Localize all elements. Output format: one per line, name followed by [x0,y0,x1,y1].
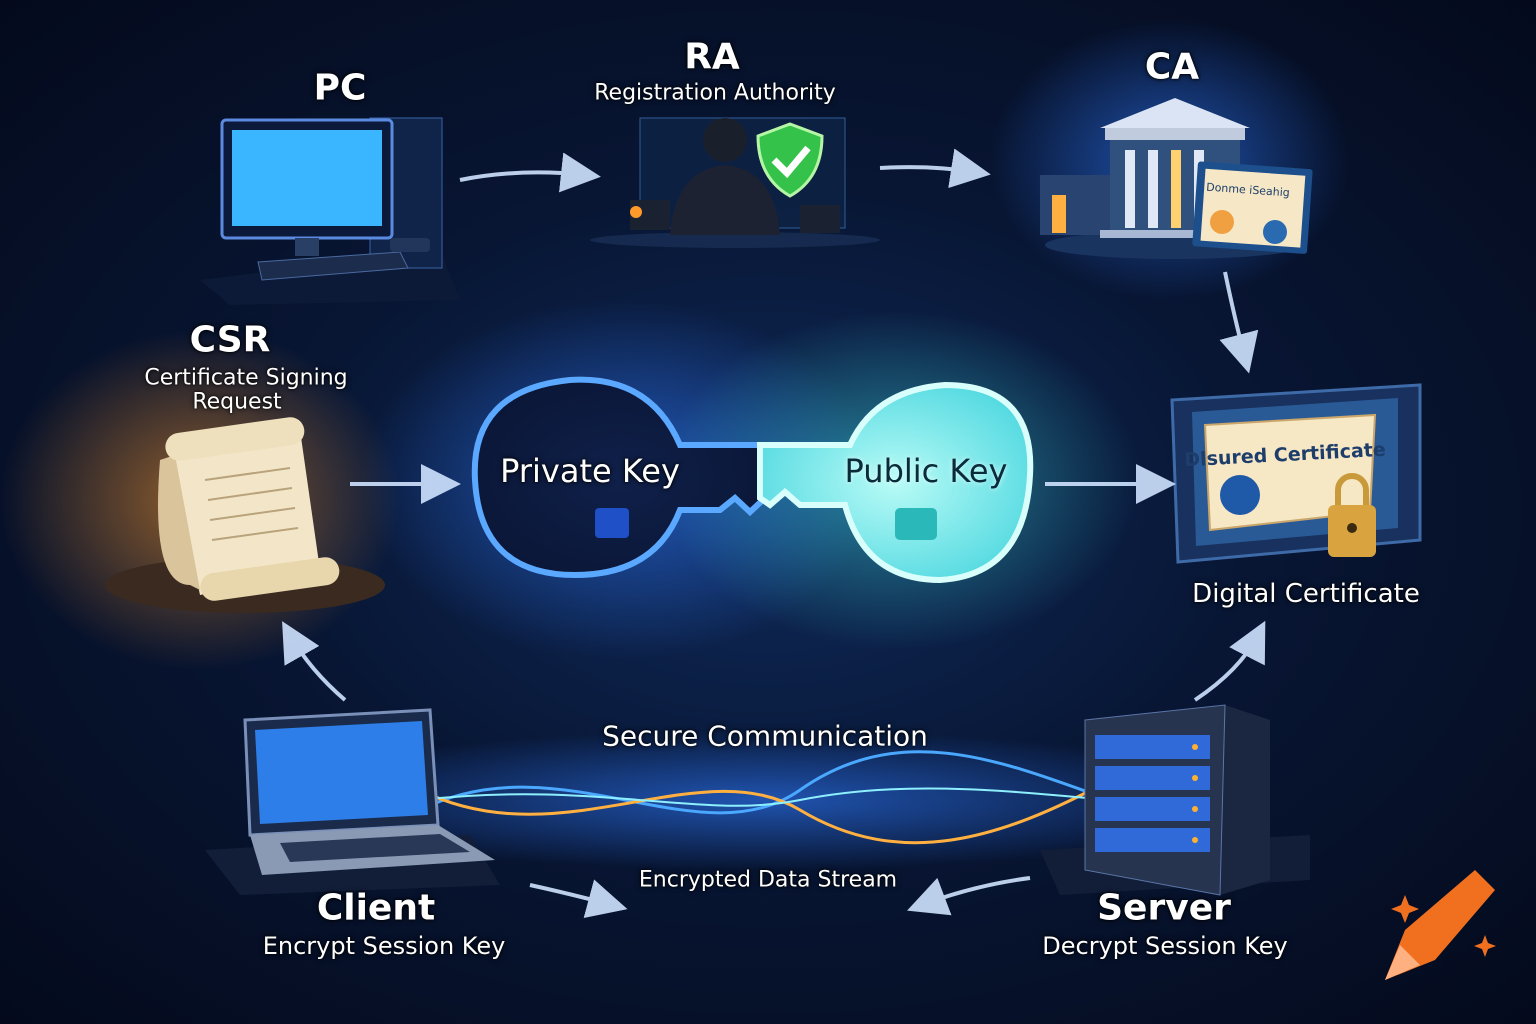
shield-check-icon [756,122,824,198]
client-subtitle: Encrypt Session Key [262,932,506,960]
desktop-computer-icon [200,117,460,305]
certificate-icon [1170,383,1422,564]
secure-communication-label: Secure Communication [602,719,928,753]
encrypted-data-stream-label: Encrypted Data Stream [638,867,898,893]
flow-arrows [282,148,1266,919]
digital-certificate-label: Digital Certificate [1192,579,1420,609]
arrow-client-to-stream [529,879,628,919]
ca-title: CA [1144,46,1200,88]
laptop-icon [205,708,500,895]
arrow-server-to-certificate [1193,620,1266,702]
key-icon [471,376,1034,584]
csr-title: CSR [189,319,271,361]
data-stream-waves [419,750,1111,845]
arrow-client-to-csr [282,621,347,702]
server-subtitle: Decrypt Session Key [1042,932,1288,960]
certificate-icon [1192,161,1313,254]
server-rack-icon [1040,704,1310,896]
arrow-ca-to-certificate [1219,271,1259,374]
csr-subtitle-line2: Request [192,389,282,415]
padlock-icon [1328,473,1376,557]
crayon-logo-icon [1385,870,1496,980]
private-key-label: Private Key [500,452,680,490]
scroll-icon [105,417,385,613]
ra-subtitle: Registration Authority [594,80,836,106]
ra-title: RA [684,36,740,78]
csr-subtitle-line1: Certificate Signing [144,365,348,391]
arrow-server-to-stream [907,876,1031,916]
security-officer-icon [590,117,880,248]
pc-title: PC [313,67,367,109]
arrow-ra-to-ca [879,148,991,189]
arrow-pc-to-ra [459,152,601,193]
public-key-label: Public Key [844,452,1008,490]
server-title: Server [1097,887,1231,929]
client-title: Client [316,887,436,929]
